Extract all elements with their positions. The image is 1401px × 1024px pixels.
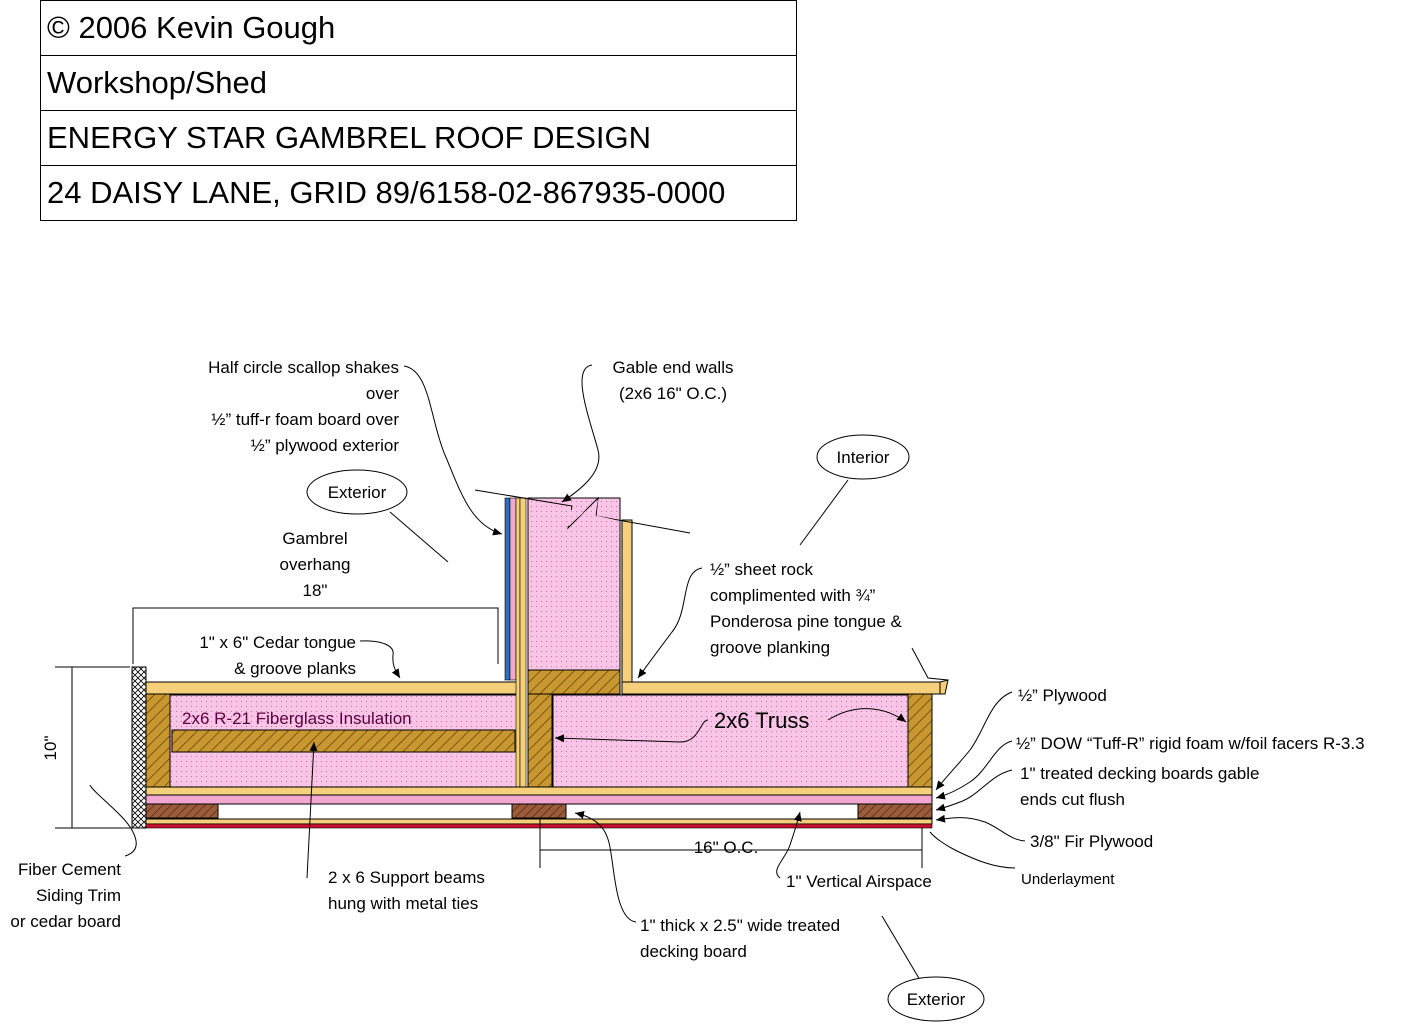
svg-text:½” plywood exterior: ½” plywood exterior bbox=[251, 436, 400, 455]
shakes-label: Half circle scallop shakes over ½” tuff-… bbox=[208, 358, 399, 455]
svg-text:& groove planks: & groove planks bbox=[234, 659, 356, 678]
svg-text:½” tuff-r foam board over: ½” tuff-r foam board over bbox=[211, 410, 399, 429]
cedar-plank-right bbox=[621, 681, 941, 695]
title-address: 24 DAISY LANE, GRID 89/6158-02-867935-00… bbox=[41, 165, 796, 220]
cedar-planks-label: 1" x 6" Cedar tongue & groove planks bbox=[199, 633, 356, 678]
wall-plank-inner bbox=[519, 497, 527, 789]
treated-board-label: 1" thick x 2.5" wide treated decking boa… bbox=[640, 916, 840, 961]
support-beam bbox=[171, 729, 516, 753]
decking-board-3 bbox=[857, 803, 933, 819]
svg-text:groove planking: groove planking bbox=[710, 638, 830, 657]
svg-text:Gable end walls: Gable end walls bbox=[613, 358, 734, 377]
svg-text:complimented with ¾”: complimented with ¾” bbox=[710, 586, 876, 605]
decking-board-1 bbox=[145, 803, 219, 819]
interior-bubble-label: Interior bbox=[837, 448, 890, 467]
wall-plank-left bbox=[515, 497, 521, 789]
wall-plate bbox=[527, 669, 621, 695]
fir-plywood-layer bbox=[145, 818, 933, 825]
truss-center bbox=[527, 693, 553, 788]
svg-text:18": 18" bbox=[303, 581, 328, 600]
exterior-bubble-bottom bbox=[887, 976, 985, 1022]
insulation-wall bbox=[527, 497, 621, 671]
gable-walls-label: Gable end walls (2x6 16" O.C.) bbox=[613, 358, 734, 403]
height-dimension: 10" bbox=[41, 736, 60, 761]
svg-text:decking board: decking board bbox=[640, 942, 747, 961]
truss-label: 2x6 Truss bbox=[714, 708, 809, 733]
svg-text:Siding Trim: Siding Trim bbox=[36, 886, 121, 905]
svg-text:1" thick x 2.5" wide treated: 1" thick x 2.5" wide treated bbox=[640, 916, 840, 935]
exterior-bubble-top bbox=[306, 469, 408, 515]
fiber-cement-trim bbox=[131, 666, 147, 829]
underlayment-layer bbox=[145, 823, 933, 829]
insulation-label: 2x6 R-21 Fiberglass Insulation bbox=[182, 709, 412, 728]
decking-board-2 bbox=[511, 803, 567, 819]
underlayment-label: Underlayment bbox=[1021, 871, 1115, 888]
support-beams-label: 2 x 6 Support beams hung with metal ties bbox=[328, 868, 485, 913]
svg-text:½” sheet rock: ½” sheet rock bbox=[710, 560, 813, 579]
dow-foam-label: ½” DOW “Tuff-R” rigid foam w/foil facers… bbox=[1016, 734, 1365, 753]
wall-pink-layer bbox=[509, 497, 517, 681]
svg-text:Half circle scallop shakes: Half circle scallop shakes bbox=[208, 358, 399, 377]
title-project: Workshop/Shed bbox=[41, 55, 796, 110]
svg-text:2 x 6 Support beams: 2 x 6 Support beams bbox=[328, 868, 485, 887]
title-copyright: © 2006 Kevin Gough bbox=[41, 0, 796, 55]
interior-bubble bbox=[816, 434, 910, 480]
decking-boards-label: 1" treated decking boards gable ends cut… bbox=[1020, 764, 1259, 809]
exterior-bubble-bottom-label: Exterior bbox=[907, 990, 966, 1009]
vertical-airspace-label: 1" Vertical Airspace bbox=[786, 872, 932, 891]
svg-text:over: over bbox=[366, 384, 399, 403]
wall-plank-right bbox=[621, 519, 633, 683]
rim-joist-right bbox=[907, 693, 933, 788]
wall-blue-layer bbox=[504, 497, 511, 681]
svg-text:1" treated decking boards gabl: 1" treated decking boards gable bbox=[1020, 764, 1259, 783]
fir-plywood-label: 3/8" Fir Plywood bbox=[1030, 832, 1153, 851]
fiber-cement-label: Fiber Cement Siding Trim or cedar board bbox=[10, 860, 121, 931]
svg-text:or cedar board: or cedar board bbox=[10, 912, 121, 931]
svg-text:1" x 6" Cedar tongue: 1" x 6" Cedar tongue bbox=[199, 633, 356, 652]
sheet-rock-label: ½” sheet rock complimented with ¾” Ponde… bbox=[710, 560, 903, 657]
bottom-plank bbox=[145, 786, 933, 796]
svg-text:(2x6 16" O.C.): (2x6 16" O.C.) bbox=[619, 384, 727, 403]
svg-text:Gambrel: Gambrel bbox=[282, 529, 347, 548]
title-block: © 2006 Kevin Gough Workshop/Shed ENERGY … bbox=[40, 0, 797, 221]
oc-dimension-label: 16" O.C. bbox=[694, 838, 759, 857]
svg-text:overhang: overhang bbox=[280, 555, 351, 574]
title-design: ENERGY STAR GAMBREL ROOF DESIGN bbox=[41, 110, 796, 165]
rim-joist-left bbox=[145, 693, 171, 788]
plywood-half-label: ½” Plywood bbox=[1018, 686, 1107, 705]
exterior-bubble-top-label: Exterior bbox=[328, 483, 387, 502]
dow-foam-layer bbox=[145, 794, 933, 805]
svg-text:hung with metal ties: hung with metal ties bbox=[328, 894, 478, 913]
gambrel-overhang-label: Gambrel overhang 18" bbox=[280, 529, 351, 600]
svg-text:ends cut flush: ends cut flush bbox=[1020, 790, 1125, 809]
svg-text:Ponderosa pine tongue &: Ponderosa pine tongue & bbox=[710, 612, 903, 631]
svg-text:Fiber Cement: Fiber Cement bbox=[18, 860, 121, 879]
cedar-plank-left bbox=[145, 681, 519, 695]
